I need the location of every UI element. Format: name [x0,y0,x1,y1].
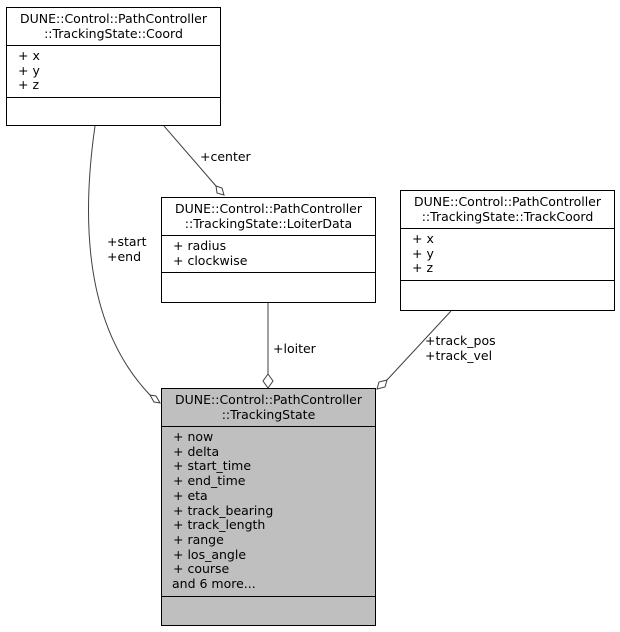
edge-label-loiter: +loiter [273,341,316,356]
class-attributes-trackingstate: + now + delta + start_time + end_time + … [162,427,375,597]
edge-label-track: +track_pos +track_vel [425,333,496,363]
label-line: +track_vel [425,348,493,363]
aggregation-diamond-track [376,379,388,390]
title-line: ::TrackingState [221,407,316,422]
class-title-trackingstate: DUNE::Control::PathController ::Tracking… [162,389,375,427]
class-title-coord: DUNE::Control::PathController ::Tracking… [7,8,220,46]
attribute-now: + now [173,429,214,444]
class-operations-coord [7,98,220,120]
edge-start-end [87,125,151,396]
title-line: DUNE::Control::PathController [20,11,207,26]
edge-center [163,125,217,187]
title-line: DUNE::Control::PathController [414,194,601,209]
class-attributes-trackcoord: + x + y + z [401,229,614,282]
label-line: +loiter [273,341,316,356]
title-line: ::TrackingState::TrackCoord [421,209,594,224]
class-title-trackcoord: DUNE::Control::PathController ::Tracking… [401,191,614,229]
class-operations-loiterdata [162,273,375,295]
class-operations-trackcoord [401,281,614,303]
attribute-track-bearing: + track_bearing [173,502,274,518]
attribute-radius: + radius [173,238,227,253]
class-box-coord: DUNE::Control::PathController ::Tracking… [6,7,221,126]
label-line: +track_pos [425,333,496,348]
attribute-range: + range [173,531,224,547]
attribute-course: + course [173,561,230,577]
title-line: DUNE::Control::PathController [175,201,362,216]
edge-label-start-end: +start +end [107,234,147,264]
title-line: ::TrackingState::LoiterData [184,216,353,231]
attribute-z: + z [18,77,40,93]
attribute-y: + y [412,245,434,261]
class-box-loiterdata: DUNE::Control::PathController ::Tracking… [161,197,376,303]
more-attributes-note: and 6 more... [172,576,256,592]
aggregation-diamond-center [215,185,225,196]
class-attributes-coord: + x + y + z [7,46,220,99]
class-box-trackingstate: DUNE::Control::PathController ::Tracking… [161,388,376,626]
attribute-y: + y [18,62,40,78]
edge-label-center: +center [200,149,251,164]
title-line: DUNE::Control::PathController [175,392,362,407]
class-attributes-loiterdata: + radius + clockwise [162,236,375,274]
aggregation-diamond-start-end [149,394,161,404]
attribute-track-length: + track_length [173,517,266,533]
class-operations-trackingstate [162,597,375,619]
class-box-trackcoord: DUNE::Control::PathController ::Tracking… [400,190,615,311]
title-line: ::TrackingState::Coord [44,26,183,41]
attribute-x: + x [18,48,40,63]
attribute-delta: + delta [173,443,220,459]
edge-track [386,310,452,381]
label-line: +start [107,234,147,249]
attribute-x: + x [412,231,434,246]
aggregation-diamond-loiter [262,373,274,389]
label-line: +center [200,149,251,164]
attribute-eta: + eta [173,487,208,503]
attribute-clockwise: + clockwise [173,252,248,268]
class-title-loiterdata: DUNE::Control::PathController ::Tracking… [162,198,375,236]
attribute-los-angle: + los_angle [173,546,247,562]
attribute-z: + z [412,260,434,276]
attribute-end-time: + end_time [173,473,246,489]
label-line: +end [107,249,142,264]
attribute-start-time: + start_time [173,458,252,474]
